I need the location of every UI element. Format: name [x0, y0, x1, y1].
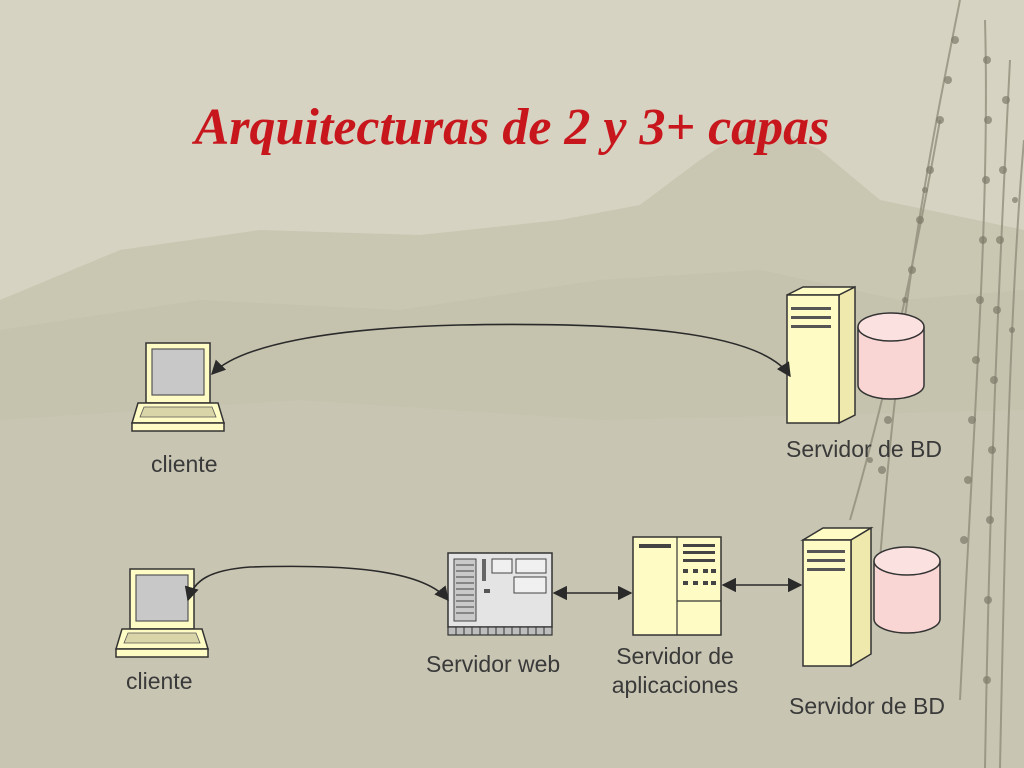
app-server-label-line1: Servidor de	[616, 643, 734, 669]
db-server-label: Servidor de BD	[786, 436, 942, 462]
client-label: cliente	[126, 668, 193, 694]
web-server-label: Servidor web	[426, 651, 561, 677]
database-icon	[857, 312, 925, 400]
connection-client-db	[210, 323, 791, 378]
app-server-label: Servidor de aplicaciones	[600, 642, 750, 700]
db-server-label: Servidor de BD	[789, 693, 945, 719]
laptop-icon	[130, 342, 226, 432]
client-label: cliente	[151, 451, 218, 477]
laptop-icon	[114, 568, 210, 658]
web-server-icon	[447, 552, 553, 636]
database-icon	[873, 546, 941, 634]
page-title: Arquitecturas de 2 y 3+ capas	[194, 99, 830, 156]
app-server-label-line2: aplicaciones	[611, 672, 739, 698]
tower-server-icon	[786, 285, 856, 425]
tower-server-icon	[800, 526, 874, 668]
connection-client-webserver	[184, 565, 449, 602]
app-server-icon	[632, 536, 722, 636]
